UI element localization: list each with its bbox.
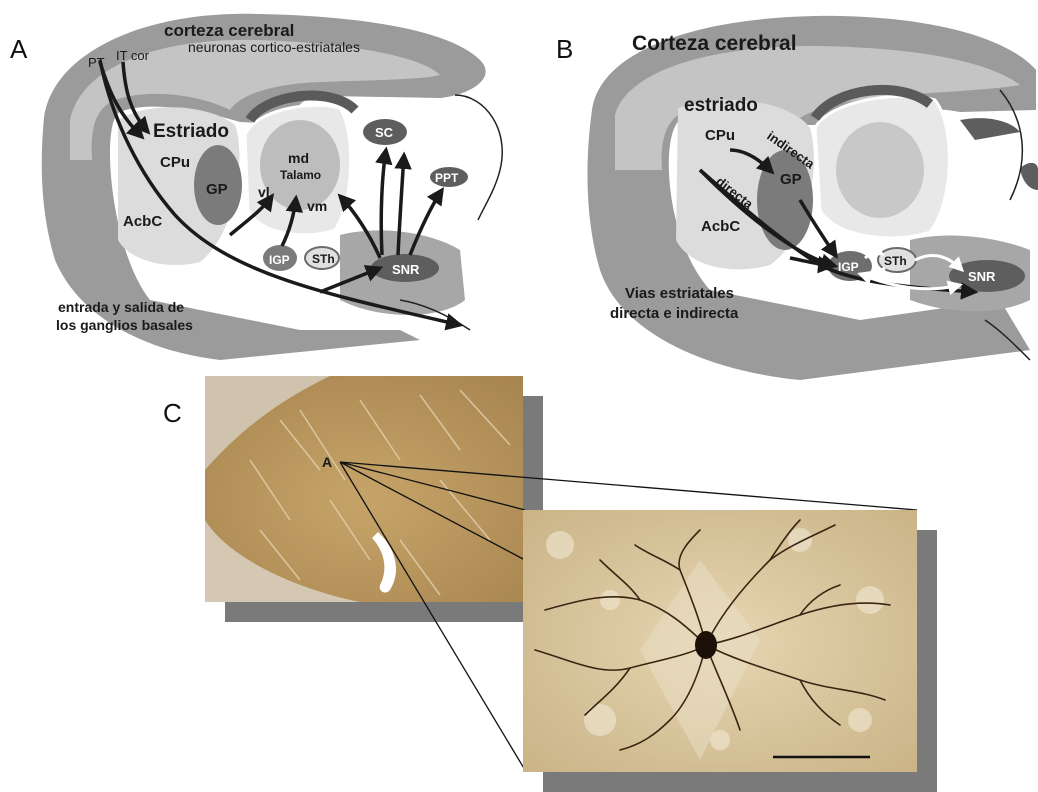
panel-a: A	[10, 14, 502, 360]
panel-a-talamo-label: Talamo	[280, 168, 321, 182]
panel-a-caption-line2: los ganglios basales	[56, 317, 193, 333]
panel-c-zoom-image	[523, 510, 917, 772]
panel-a-acbc-label: AcbC	[123, 213, 162, 230]
panel-c-letter: C	[163, 398, 182, 428]
panel-a-subtitle: neuronas cortico-estriatales	[188, 39, 360, 55]
panel-a-title: corteza cerebral	[164, 21, 294, 40]
panel-b-thalamus-nuclei	[836, 122, 924, 218]
panel-b-caption-line1: Vias estriatales	[625, 285, 734, 302]
panel-a-pt-label: PT	[88, 55, 105, 70]
panel-b-estriado-label: estriado	[684, 95, 758, 116]
panel-b-caption-line2: directa e indirecta	[610, 305, 739, 322]
panel-a-snr-label: SNR	[392, 262, 420, 277]
panel-a-vl-label: vl	[258, 184, 270, 200]
panel-b-acbc-label: AcbC	[701, 218, 740, 235]
panel-b: B Corteza cerebral estriado	[556, 16, 1038, 380]
panel-a-md-label: md	[288, 150, 309, 166]
panel-a-sth-label: STh	[312, 252, 335, 266]
panel-b-letter: B	[556, 34, 573, 64]
panel-a-cerebellum-outline	[455, 95, 502, 220]
panel-b-cpu-label: CPu	[705, 127, 735, 144]
panel-c-section-image: A	[205, 376, 523, 602]
panel-b-title: Corteza cerebral	[632, 32, 797, 55]
panel-a-cpu-label: CPu	[160, 154, 190, 171]
panel-b-igp-label: IGP	[838, 260, 859, 274]
panel-b-sth-label: STh	[884, 254, 907, 268]
panel-b-ppt-shape	[1020, 163, 1038, 190]
panel-a-vm-label: vm	[307, 198, 327, 214]
panel-a-letter: A	[10, 34, 28, 64]
panel-b-gp-label: GP	[780, 171, 802, 188]
panel-a-sc-label: SC	[375, 125, 394, 140]
panel-c-marker-label: A	[322, 454, 332, 470]
panel-a-igp-label: IGP	[269, 253, 290, 267]
panel-a-gp-label: GP	[206, 181, 228, 198]
panel-a-estriado-label: Estriado	[153, 121, 229, 142]
panel-a-caption-line1: entrada y salida de	[58, 299, 184, 315]
panel-b-snr-label: SNR	[968, 269, 996, 284]
panel-a-ppt-label: PPT	[435, 171, 459, 185]
panel-a-itcor-label: IT cor	[116, 48, 150, 63]
panel-c: C A	[163, 376, 937, 792]
panel-b-sc-shape	[960, 118, 1020, 140]
panel-c-neuron-soma	[695, 631, 717, 659]
